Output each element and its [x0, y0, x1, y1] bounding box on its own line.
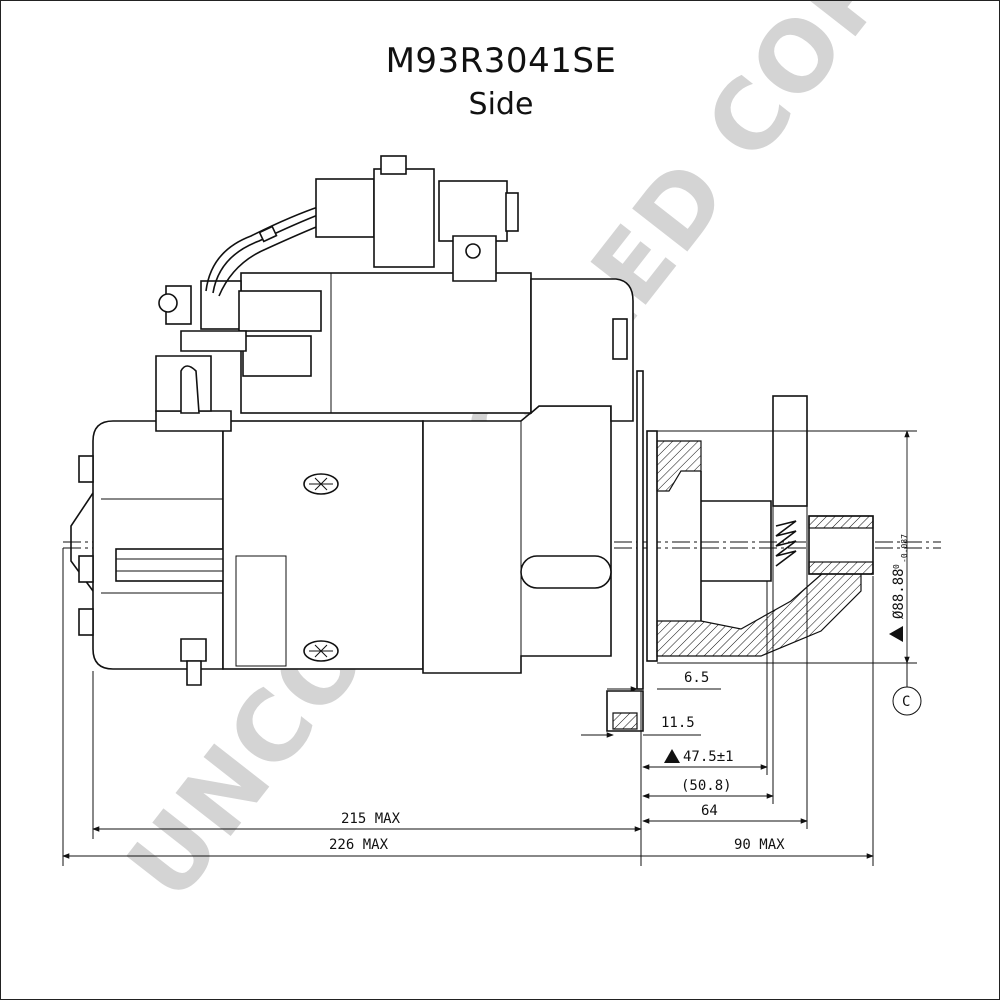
rear-end-cap: [70, 420, 289, 686]
dim-50-8: (50.8): [681, 778, 732, 794]
dim-diameter: Ø88.88: [891, 568, 907, 619]
dim-11-5: 11.5: [661, 715, 695, 731]
dim-226-max: 226 MAX: [329, 837, 389, 853]
dim-diameter-tolerance-top: 0: [892, 564, 901, 569]
dim-diameter-tolerance: -0.087: [900, 534, 909, 563]
mounting-flange: [606, 370, 808, 732]
drive-housing: [422, 405, 612, 674]
dim-6-5: 6.5: [684, 670, 709, 686]
dim-90-max: 90 MAX: [734, 837, 785, 853]
view-subtitle: Side: [468, 87, 534, 122]
motor-body: [222, 420, 424, 670]
solenoid: [155, 272, 634, 432]
dim-64: 64: [701, 803, 718, 819]
pinion-section: [656, 440, 874, 657]
dimension-lines: [62, 430, 922, 866]
datum-label: C: [902, 694, 910, 710]
dim-47-5: 47.5±1: [683, 749, 734, 765]
dim-215-max: 215 MAX: [341, 811, 401, 827]
wiring-harness: [205, 155, 519, 297]
part-number-title: M93R3041SE: [385, 41, 617, 81]
